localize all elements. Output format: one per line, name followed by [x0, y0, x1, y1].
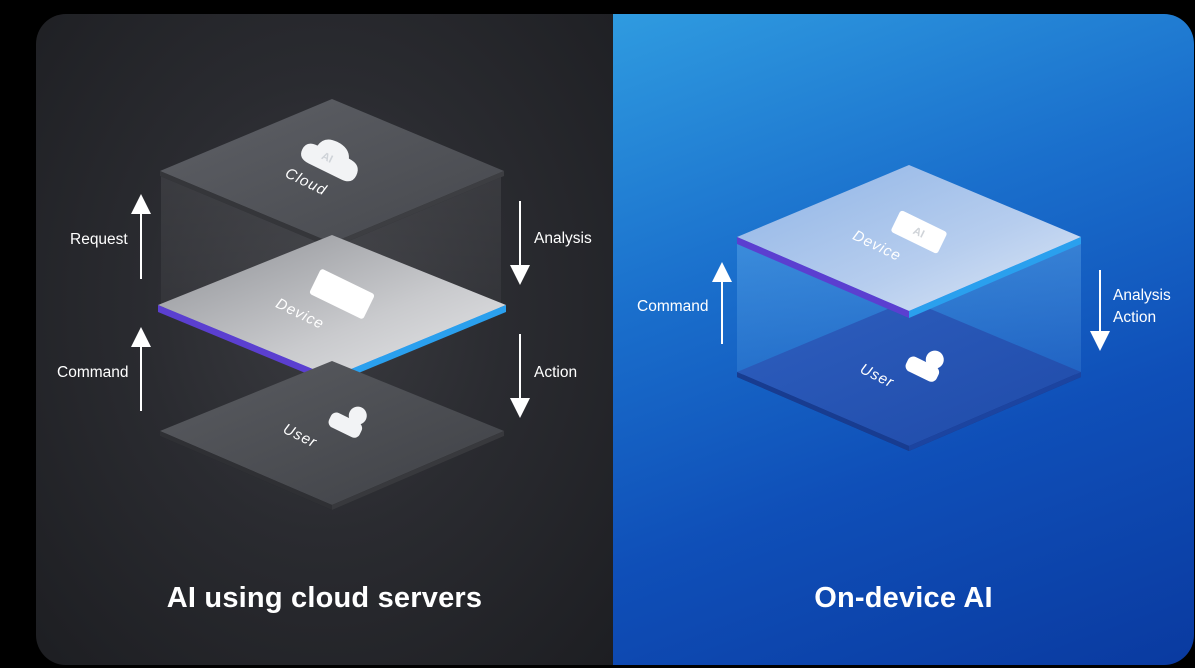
device-chip-icon — [309, 269, 375, 319]
cloud-ai-icon: AI — [301, 139, 358, 182]
request-label: Request — [70, 231, 128, 248]
action-label: Action — [534, 364, 578, 381]
command-label: Command — [637, 298, 709, 315]
command-label: Command — [57, 364, 129, 381]
device-ai-chip-icon: AI — [891, 210, 947, 254]
device-layer: Device — [158, 235, 506, 384]
cloud-ai-diagram: AI Cloud Device — [131, 99, 530, 510]
device-ai-badge: AI — [911, 225, 926, 241]
device-layer: AI Device — [737, 165, 1081, 318]
user-icon — [328, 406, 367, 438]
comparison-card: AI Cloud Device — [36, 14, 1194, 665]
analysis-label: Analysis — [534, 230, 592, 247]
action-label: Action — [1113, 309, 1157, 326]
cloud-ai-panel: AI Cloud Device — [36, 14, 613, 665]
user-layer: User — [160, 361, 504, 510]
cloud-ai-title: AI using cloud servers — [166, 582, 483, 614]
cloud-layer: AI Cloud — [160, 99, 504, 248]
user-layer: User — [737, 300, 1081, 451]
analysis-label: Analysis — [1113, 287, 1171, 304]
on-device-ai-title: On-device AI — [814, 582, 993, 614]
on-device-ai-panel: User AI Device Command Analysis Action O… — [613, 14, 1194, 665]
on-device-ai-diagram: User AI Device — [712, 165, 1110, 451]
cloud-ai-badge: AI — [319, 150, 334, 166]
user-icon — [905, 350, 944, 382]
